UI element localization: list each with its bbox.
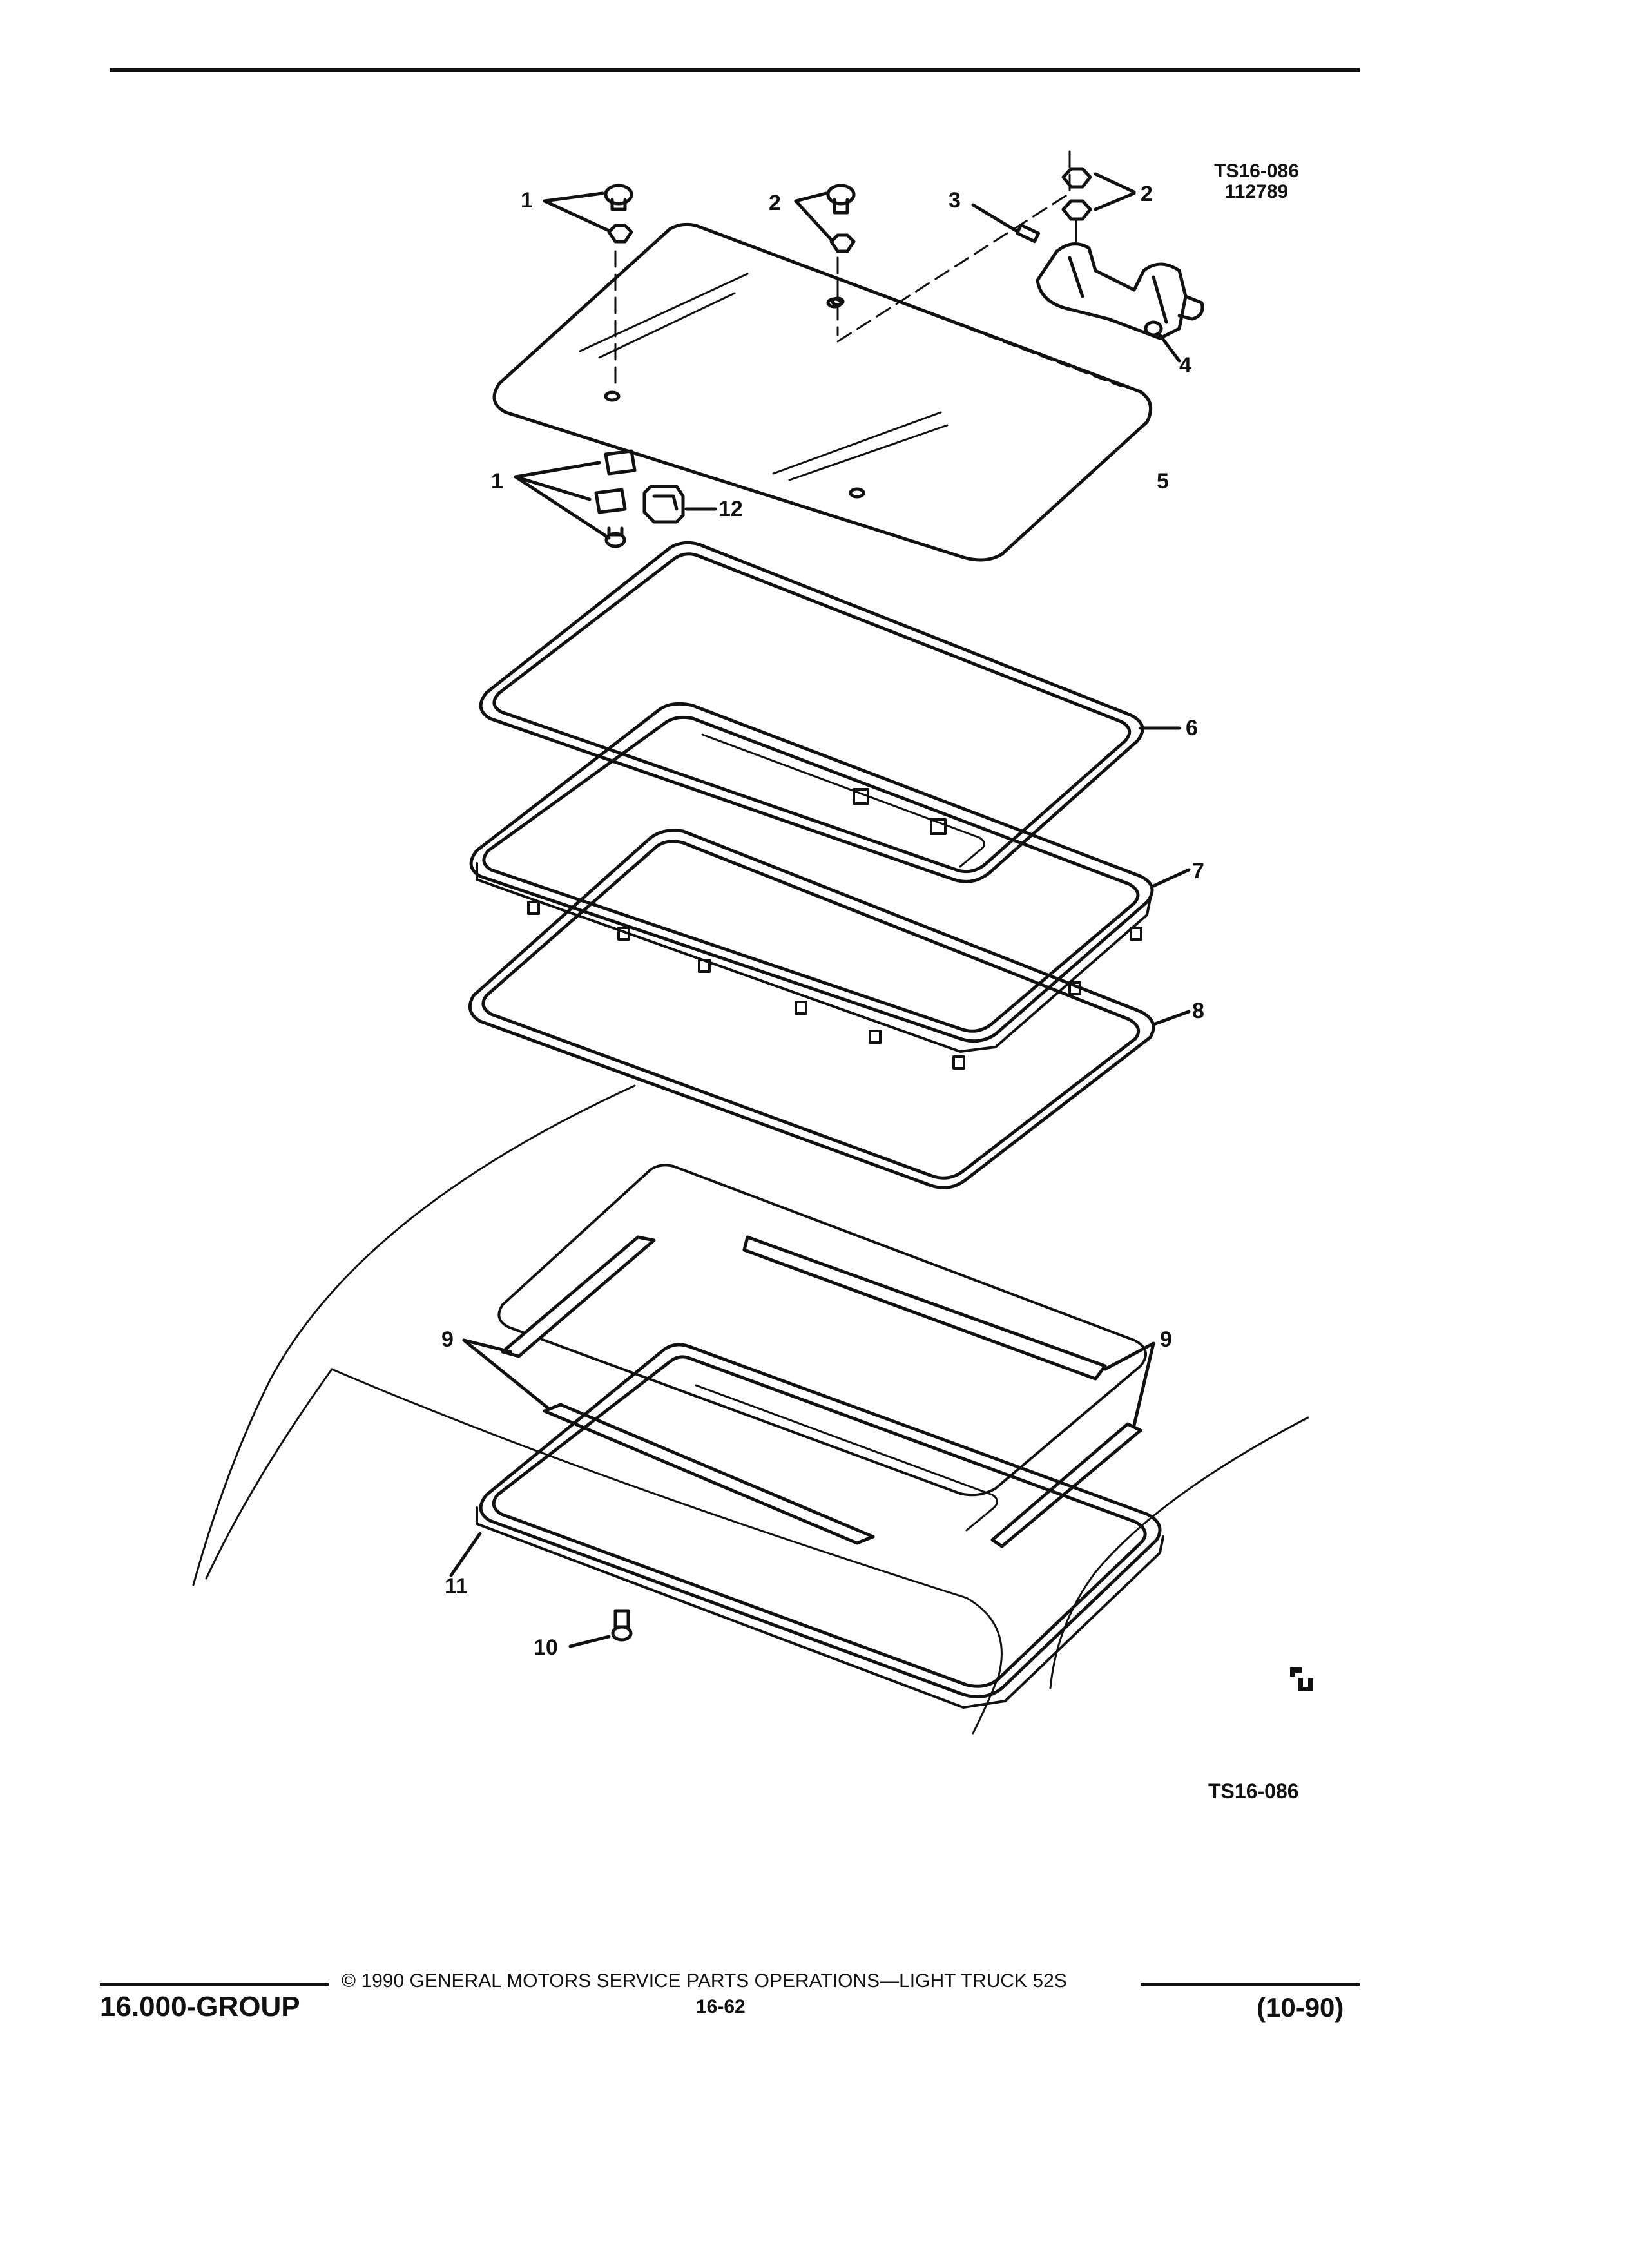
callout-5: 5 bbox=[1157, 469, 1169, 494]
footer-group: 16.000-GROUP bbox=[100, 1991, 300, 2023]
hinge-assembly bbox=[1036, 167, 1204, 363]
base-frame bbox=[449, 1343, 1164, 1709]
sunroof-frame bbox=[469, 702, 1191, 1070]
callout-12: 12 bbox=[718, 497, 743, 521]
lower-frame-seal bbox=[468, 829, 1191, 1189]
figure-code-block: TS16-086 112789 bbox=[1192, 161, 1321, 202]
clip-group bbox=[514, 449, 717, 548]
footer-page-number: 16-62 bbox=[696, 1996, 746, 2017]
callout-9-right: 9 bbox=[1160, 1327, 1172, 1352]
pin-and-hinge-line bbox=[836, 150, 1071, 343]
callout-11: 11 bbox=[445, 1574, 468, 1599]
publisher-logo-icon bbox=[1290, 1667, 1313, 1691]
footer-revision: (10-90) bbox=[1257, 1992, 1344, 2023]
callout-1-clips: 1 bbox=[491, 469, 503, 494]
callout-10: 10 bbox=[534, 1635, 558, 1660]
footer-copyright: © 1990 GENERAL MOTORS SERVICE PARTS OPER… bbox=[342, 1970, 1067, 1992]
figure-code-bottom: TS16-086 bbox=[1208, 1780, 1299, 1803]
callout-3: 3 bbox=[949, 188, 961, 213]
callout-1-top: 1 bbox=[521, 188, 533, 213]
roof-outline bbox=[192, 1084, 1309, 1735]
callout-8: 8 bbox=[1192, 999, 1204, 1023]
callout-7: 7 bbox=[1192, 859, 1204, 883]
fastener-group-1 bbox=[543, 184, 633, 388]
footer-rule-left bbox=[100, 1983, 329, 1986]
figure-code: TS16-086 bbox=[1214, 160, 1299, 182]
glass-panel bbox=[492, 222, 1153, 562]
callout-2-hinge: 2 bbox=[1141, 182, 1153, 206]
outer-seal bbox=[479, 541, 1181, 883]
fastener-group-2 bbox=[794, 184, 856, 336]
callout-4: 4 bbox=[1179, 353, 1191, 378]
figure-date: 112789 bbox=[1224, 181, 1289, 202]
top-rule bbox=[110, 68, 1360, 72]
footer-rule-right bbox=[1141, 1983, 1360, 1986]
callout-6: 6 bbox=[1186, 716, 1198, 740]
callout-9-left: 9 bbox=[441, 1327, 454, 1352]
callout-2-top: 2 bbox=[769, 191, 781, 215]
